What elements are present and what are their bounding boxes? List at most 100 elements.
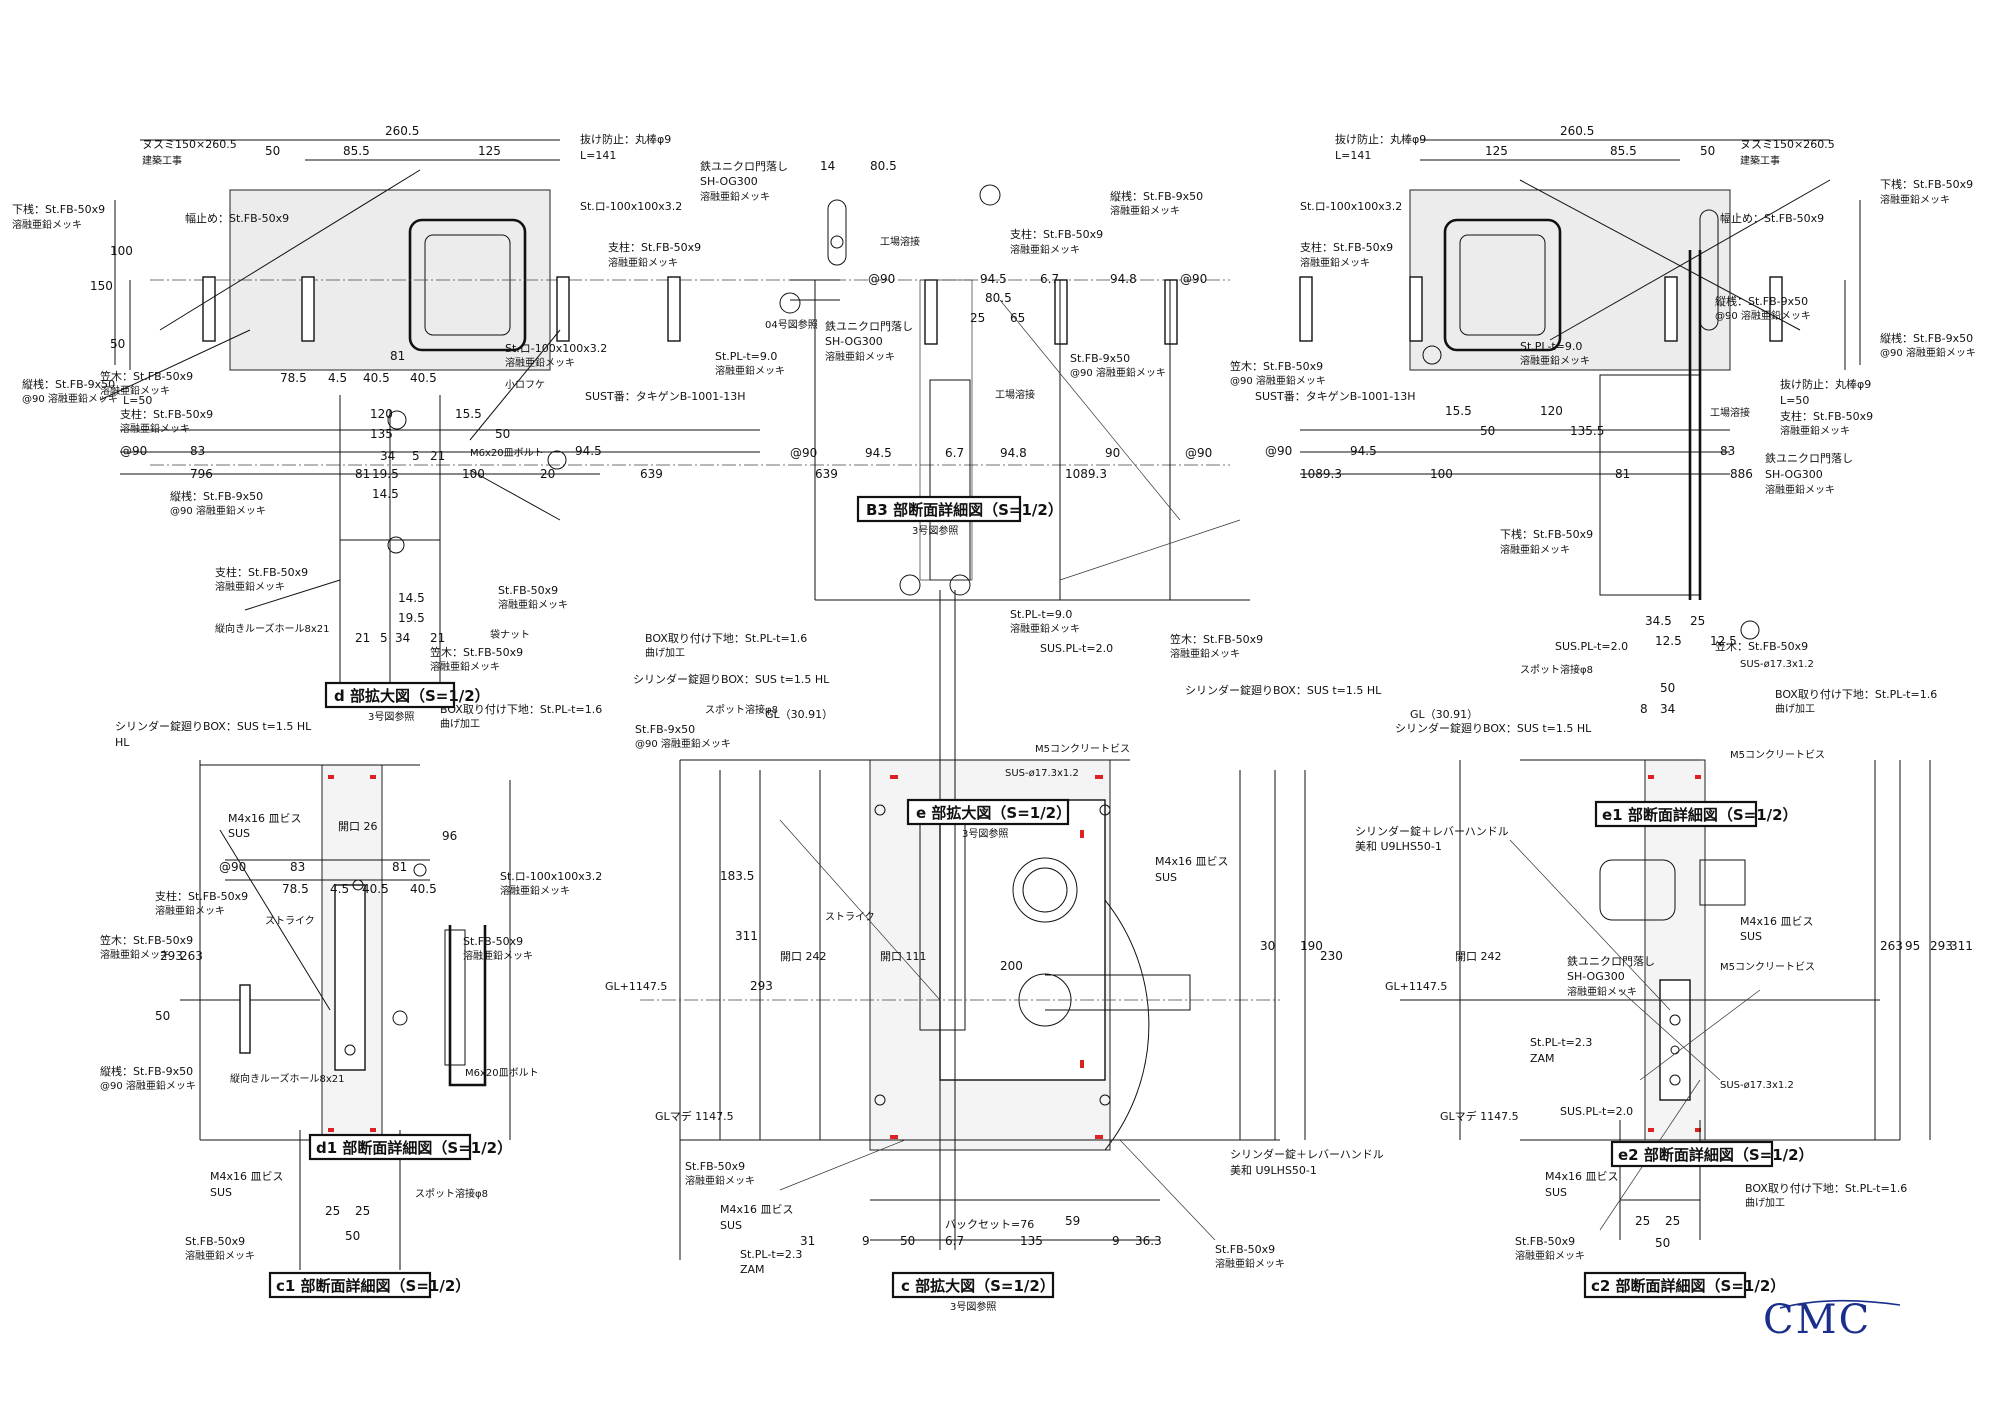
label-mekki: 溶融亜鉛メッキ (500, 884, 570, 897)
label-box-shita: BOX取り付け下地：St.PL-t=1.6 (1775, 688, 1937, 701)
label-suspl2: SUS.PL-t=2.0 (1555, 640, 1628, 653)
dim: 94.5 (980, 272, 1007, 286)
label-mekki: 溶融亜鉛メッキ (1515, 1249, 1585, 1262)
logo-text: CMC (1763, 1297, 1871, 1343)
title-e: e 部拡大図（S=1/2） 3号図参照 (906, 798, 1071, 840)
label-tatesan-sp: @90 溶融亜鉛メッキ (170, 504, 266, 517)
dim: 90 (1105, 446, 1120, 460)
dim: 78.5 (282, 882, 309, 896)
label-magekako: 曲げ加工 (1775, 703, 1815, 715)
label-mekki: 溶融亜鉛メッキ (1010, 622, 1080, 635)
dim: 80.5 (870, 159, 897, 173)
view-title: e 部拡大図（S=1/2） (916, 804, 1071, 822)
dim: 85.5 (343, 144, 370, 158)
label-fukuronut: 袋ナット (490, 628, 530, 641)
dim: 293 (750, 979, 773, 993)
label-mekki: 溶融亜鉛メッキ (505, 356, 575, 369)
dim: 25 (1635, 1214, 1650, 1228)
dim: 94.8 (1110, 272, 1137, 286)
label-tatesan: 縦桟：St.FB-9x50 (100, 1064, 193, 1078)
label-stkaku: St.ロ-100x100x3.2 (500, 870, 602, 883)
dim: 125 (478, 144, 501, 158)
label-mekki: 溶融亜鉛メッキ (12, 218, 82, 231)
label-m6bolt: M6x20皿ボルト (465, 1067, 539, 1079)
labels-d1-c1: シリンダー錠廻りBOX：SUS t=1.5 HL HL BOX取り付け下地：St… (100, 703, 602, 1262)
dim: 639 (815, 467, 838, 481)
label-mekki: 溶融亜鉛メッキ (155, 904, 225, 917)
label-shichu: 支柱：St.FB-50x9 (120, 407, 213, 421)
dim: 94.5 (1350, 444, 1377, 458)
dim: 78.5 (280, 371, 307, 385)
dim: 40.5 (410, 882, 437, 896)
dim: 260.5 (1560, 124, 1594, 138)
label-magekako: 曲げ加工 (440, 718, 480, 730)
label-m4: M4x16 皿ビス (228, 812, 302, 825)
label-haraban: 幅止め：St.FB-50x9 (185, 212, 289, 225)
dim: 886 (1730, 467, 1753, 481)
label-sus: SUS (720, 1219, 742, 1232)
dim: 25 (1665, 1214, 1680, 1228)
label-glmade: GLマデ 1147.5 (655, 1109, 734, 1123)
label-tatesan-sp: @90 溶融亜鉛メッキ (635, 737, 731, 750)
dim: 1089.3 (1065, 467, 1107, 481)
label-tatesan-sp: @90 溶融亜鉛メッキ (22, 392, 118, 405)
label-nukedome: 抜け防止：丸棒φ9 (1335, 132, 1426, 146)
dim: 19.5 (372, 467, 399, 481)
label-mekki: 溶融亜鉛メッキ (100, 948, 170, 961)
dim: 50 (1655, 1236, 1670, 1250)
label-cyl-box: シリンダー錠廻りBOX：SUS t=1.5 HL (633, 672, 830, 686)
dim: 21 (430, 449, 445, 463)
dim: 14 (820, 159, 835, 173)
cmc-logo: CMC (1763, 1297, 1901, 1343)
dim: @90 (219, 860, 246, 874)
label-stfb: St.FB-50x9 (685, 1160, 745, 1173)
label-zam: ZAM (740, 1263, 765, 1276)
dim: 120 (1540, 404, 1563, 418)
view-ref: 3号図参照 (962, 827, 1008, 840)
label-tatesan-sp: @90 溶融亜鉛メッキ (1880, 346, 1976, 359)
dim: 5 (412, 449, 420, 463)
label-kojo: 工場溶接 (1710, 406, 1750, 419)
label-stpl23: St.PL-t=2.3 (740, 1248, 802, 1261)
label-tatesan-sp: @90 溶融亜鉛メッキ (1230, 374, 1326, 387)
dim: @90 (120, 444, 147, 458)
label-mekki: 溶融亜鉛メッキ (463, 949, 533, 962)
label-sh: SH-OG300 (1765, 468, 1823, 481)
dim: 40.5 (363, 371, 390, 385)
dim: 65 (1010, 311, 1025, 325)
dims-d: 260.5 50 85.5 125 150 100 50 @90 83 81 7… (90, 124, 602, 645)
label-genyu: 鉄ユニクロ門落し (700, 159, 788, 173)
view-title: d1 部断面詳細図（S=1/2） (316, 1139, 512, 1157)
view-title: e2 部断面詳細図（S=1/2） (1618, 1146, 1814, 1164)
label-kasagi: 笠木：St.FB-50x9 (1230, 359, 1323, 373)
label-m4: M4x16 皿ビス (1155, 855, 1229, 868)
dim: 190 (1300, 939, 1323, 953)
label-m6bolt: M6x20皿ボルト (470, 447, 544, 459)
label-kenchiku: 建築工事 (142, 154, 182, 167)
label-tatesan-sp: @90 溶融亜鉛メッキ (1715, 309, 1811, 322)
dim: 50 (1480, 424, 1495, 438)
label-gl1147: GL+1147.5 (605, 980, 667, 993)
label-kasagi: 笠木：St.FB-50x9 (100, 369, 193, 383)
label-kojo: 工場溶接 (995, 388, 1035, 401)
dim: 95 (1905, 939, 1920, 953)
dim: 50 (1660, 681, 1675, 695)
label-shichu: 支柱：St.FB-50x9 (215, 565, 308, 579)
dim: 120 (370, 407, 393, 421)
label-sh: SH-OG300 (1567, 970, 1625, 983)
dim: 6.7 (1040, 272, 1059, 286)
label-tatesan-sp: @90 溶融亜鉛メッキ (1070, 366, 1166, 379)
view-title: d 部拡大図（S=1/2） (334, 687, 490, 705)
dim: 4.5 (328, 371, 347, 385)
label-shitazan: 下桟：St.FB-50x9 (1500, 527, 1593, 541)
dim: 50 (1700, 144, 1715, 158)
bar-section (556, 276, 570, 342)
label-sust: SUST番：タキゲンB-1001-13H (585, 390, 745, 403)
view-d1-c1-section (180, 760, 511, 1270)
title-c: c 部拡大図（S=1/2） 3号図参照 (891, 1271, 1055, 1313)
title-d1: d1 部断面詳細図（S=1/2） (308, 1133, 512, 1161)
label-tatesan: 縦桟：St.FB-9x50 (1715, 294, 1808, 308)
cylinder-lock (1012, 857, 1078, 923)
dim: 50 (110, 337, 125, 351)
label-mekki: 溶融亜鉛メッキ (685, 1174, 755, 1187)
